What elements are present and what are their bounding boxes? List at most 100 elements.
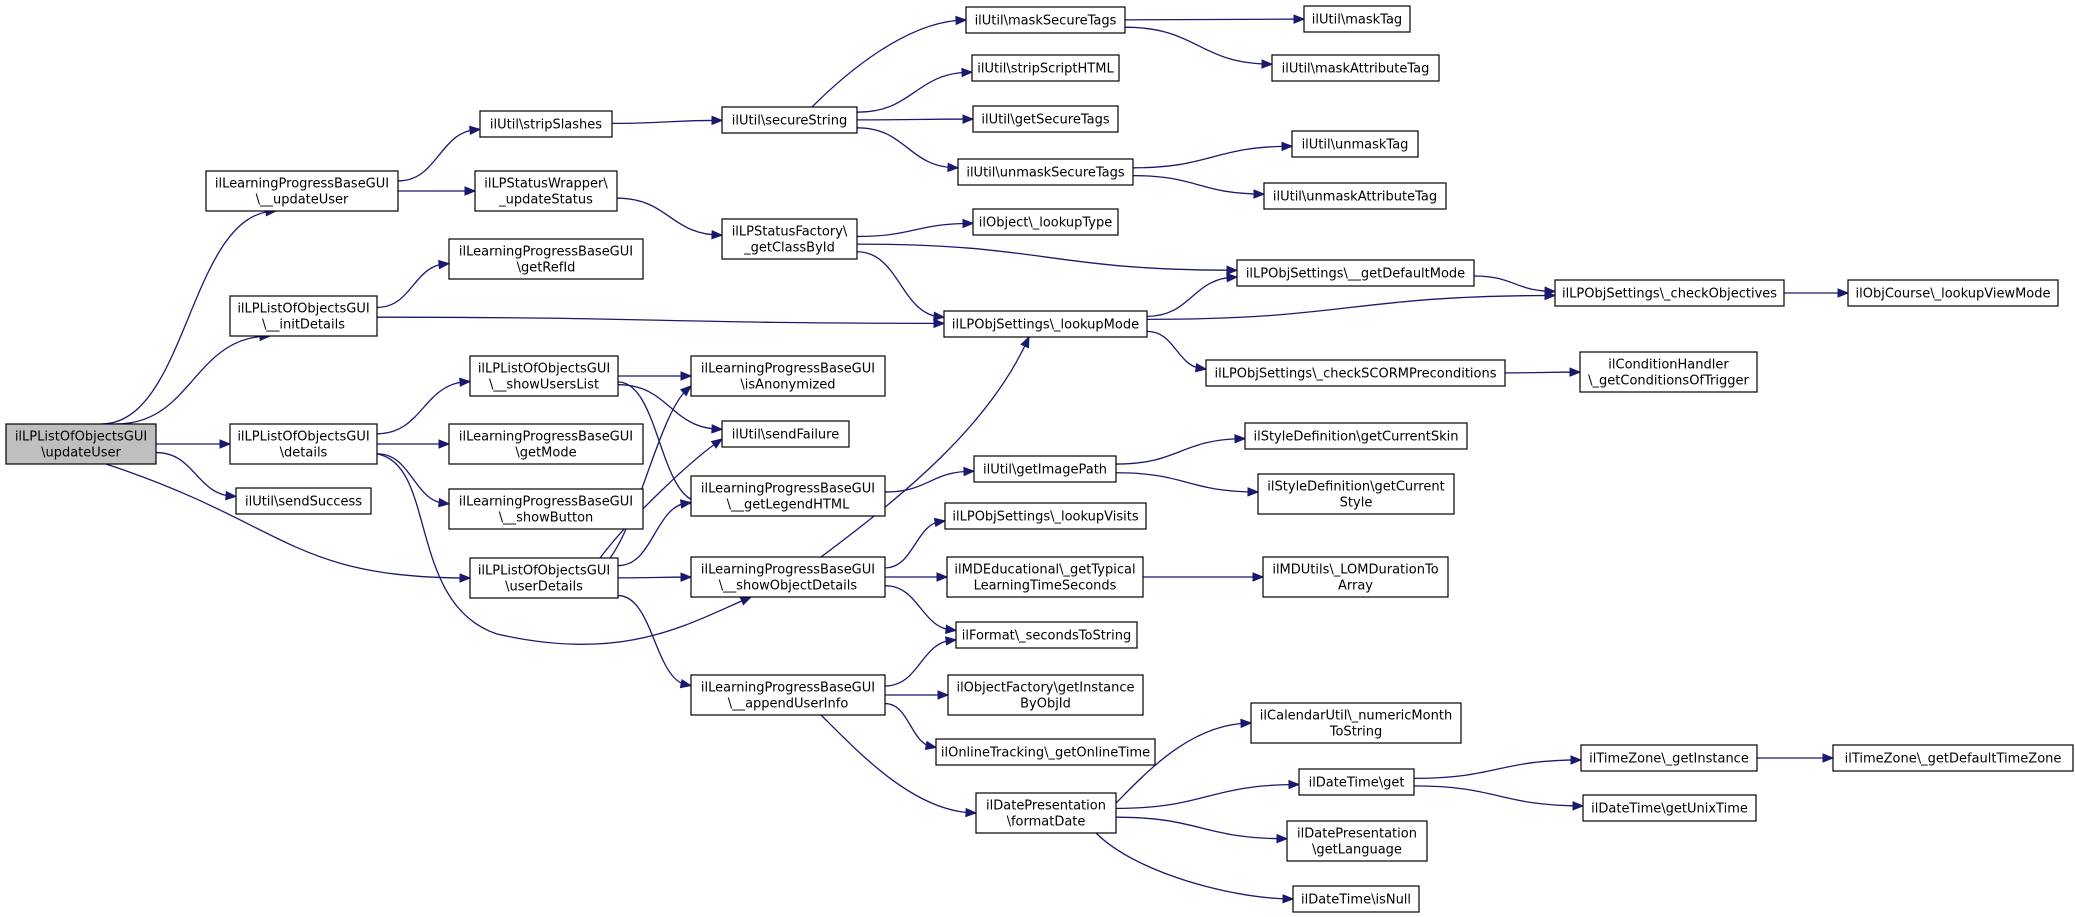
node-lp-appenduserinfo[interactable]: ilLearningProgressBaseGUI\__appendUserIn… [690,674,886,716]
node-lp-showbutton[interactable]: ilLearningProgressBaseGUI\__showButton [448,488,644,530]
edge-line [105,463,471,579]
node-tz-getdefaulttimezone[interactable]: ilTimeZone\_getDefaultTimeZone [1832,744,2074,772]
node-lp-getlegendhtml[interactable]: ilLearningProgressBaseGUI\__getLegendHTM… [690,475,886,517]
node-util-getsecuretags[interactable]: ilUtil\getSecureTags [972,105,1119,133]
node-util-securestring[interactable]: ilUtil\secureString [721,106,858,134]
node-ot-getonlinetime[interactable]: ilOnlineTracking\_getOnlineTime [935,738,1156,766]
arrowhead [680,371,693,381]
node-sd-getcurrentskin[interactable]: ilStyleDefinition\getCurrentSkin [1244,422,1468,450]
arrowhead [438,439,451,449]
node-lp-isanonymized[interactable]: ilLearningProgressBaseGUI\isAnonymized [690,355,886,397]
edge-line [1132,174,1265,195]
node-lpsw-updatestatus[interactable]: ilLPStatusWrapper\_updateStatus [474,170,618,212]
edge-lo-userdetails-to-lp-appenduserinfo [617,594,693,689]
edge-line [617,576,692,579]
edge-root-to-util-sendsuccess [155,451,238,501]
node-box [690,355,886,397]
node-fmt-secondstostring[interactable]: ilFormat\_secondsToString [955,621,1138,649]
node-mdedu-gettypical[interactable]: ilMDEducational\_getTypicalLearningTimeS… [946,556,1144,598]
node-util-unmaskattributetag[interactable]: ilUtil\unmaskAttributeTag [1263,182,1447,210]
node-util-getimagepath[interactable]: ilUtil\getImagePath [973,455,1117,483]
edge-util-unmasksecuretags-to-util-unmasktag [1132,141,1294,169]
node-ch-getconditionsoftrigger[interactable]: ilConditionHandler\_getConditionsOfTrigg… [1579,351,1758,393]
node-box [469,355,619,397]
node-util-unmasksecuretags[interactable]: ilUtil\unmaskSecureTags [957,158,1134,186]
node-label: \details [280,446,328,461]
node-label: \isAnonymized [740,378,835,393]
node-box [1292,885,1420,913]
node-dt-getunixtime[interactable]: ilDateTime\getUnixTime [1582,794,1757,822]
node-box [721,106,858,134]
node-root[interactable]: ilLPListOfObjectsGUI\updateUser [5,423,157,465]
edge-line [1115,472,1259,493]
node-objc-lookupviewmode[interactable]: ilObjCourse\_lookupViewMode [1847,279,2059,307]
edge-line [856,71,973,113]
node-box [721,218,858,260]
node-label: \_getConditionsOfTrigger [1588,374,1749,389]
node-tz-getinstance[interactable]: ilTimeZone\_getInstance [1580,744,1758,772]
node-lo-details[interactable]: ilLPListOfObjectsGUI\details [229,423,378,465]
node-label: \getLanguage [1312,843,1402,858]
node-util-maskattributetag[interactable]: ilUtil\maskAttributeTag [1271,54,1440,82]
node-lp-updateuser[interactable]: ilLearningProgressBaseGUI\__updateUser [205,170,399,212]
node-lo-initdetails[interactable]: ilLPListOfObjectsGUI\__initDetails [229,295,378,337]
node-lpos-checkscorm[interactable]: ilLPObjSettings\_checkSCORMPreconditions [1205,359,1506,387]
edge-line [611,119,723,125]
node-dp-formatdate[interactable]: ilDatePresentation\formatDate [975,792,1117,834]
node-label: ilLearningProgressBaseGUI [701,362,875,377]
node-lp-getmode[interactable]: ilLearningProgressBaseGUI\getMode [448,423,644,465]
node-util-masktag[interactable]: ilUtil\maskTag [1303,5,1411,33]
edge-line [820,714,977,814]
node-box [1250,702,1462,744]
arrowhead [924,740,938,751]
arrowhead [711,424,724,434]
node-label: ilDateTime\isNull [1301,893,1411,908]
node-lpos-checkobjectives[interactable]: ilLPObjSettings\_checkObjectives [1554,279,1785,307]
node-label: ilStyleDefinition\getCurrentSkin [1253,430,1458,445]
node-label: ilUtil\stripSlashes [490,118,602,133]
arrowhead [963,466,976,477]
node-label: \__appendUserInfo [728,697,849,712]
node-lpos-lookupmode[interactable]: ilLPObjSettings\_lookupMode [943,310,1148,338]
node-label: ilUtil\getSecureTags [981,113,1109,128]
edge-lpos-checkobjectives-to-objc-lookupviewmode [1783,288,1850,298]
edge-root-to-lo-details [156,439,232,449]
node-box [975,792,1117,834]
node-label: _getClassById [743,241,835,256]
node-util-sendsuccess[interactable]: ilUtil\sendSuccess [235,487,372,515]
node-util-stripslashes[interactable]: ilUtil\stripSlashes [479,110,613,138]
edge-line [884,702,937,749]
node-label: ilLPObjSettings\_checkObjectives [1562,287,1777,302]
node-lp-getrefid[interactable]: ilLearningProgressBaseGUI\getRefId [448,238,644,280]
node-lo-userdetails[interactable]: ilLPListOfObjectsGUI\userDetails [469,557,619,599]
node-util-masksecuretags[interactable]: ilUtil\maskSecureTags [965,6,1126,34]
node-util-stripscripthtml[interactable]: ilUtil\stripScriptHTML [971,54,1120,82]
edge-lpsf-getclassbyid-to-obj-lookuptype [856,218,975,238]
edge-line [1115,437,1246,465]
arrowhead [945,624,958,634]
node-label: \getRefId [517,261,576,276]
node-dt-isnull[interactable]: ilDateTime\isNull [1292,885,1420,913]
node-label: ilLearningProgressBaseGUI [459,495,633,510]
edge-line [1124,26,1273,65]
node-lpos-getdefaultmode[interactable]: ilLPObjSettings\__getDefaultMode [1236,259,1475,287]
node-lp-showobjectdetails[interactable]: ilLearningProgressBaseGUI\__showObjectDe… [690,556,886,598]
node-util-sendfailure[interactable]: ilUtil\sendFailure [721,420,850,448]
node-label: ilDateTime\get [1309,776,1405,791]
node-dt-get[interactable]: ilDateTime\get [1298,768,1415,796]
node-label: ToString [1329,725,1382,740]
edge-dt-get-to-dt-getunixtime [1413,785,1585,811]
node-util-unmasktag[interactable]: ilUtil\unmaskTag [1291,130,1419,158]
node-lpsf-getclassbyid[interactable]: ilLPStatusFactory\_getClassById [721,218,858,260]
edge-line [820,336,1030,558]
node-dp-getlanguage[interactable]: ilDatePresentation\getLanguage [1286,820,1428,862]
arrowhead [711,230,724,240]
node-lo-showuserslist[interactable]: ilLPListOfObjectsGUI\__showUsersList [469,355,619,397]
node-lpos-lookupvisits[interactable]: ilLPObjSettings\_lookupVisits [944,502,1147,530]
edge-line [884,470,975,493]
node-obj-lookuptype[interactable]: ilObject\_lookupType [972,208,1119,236]
